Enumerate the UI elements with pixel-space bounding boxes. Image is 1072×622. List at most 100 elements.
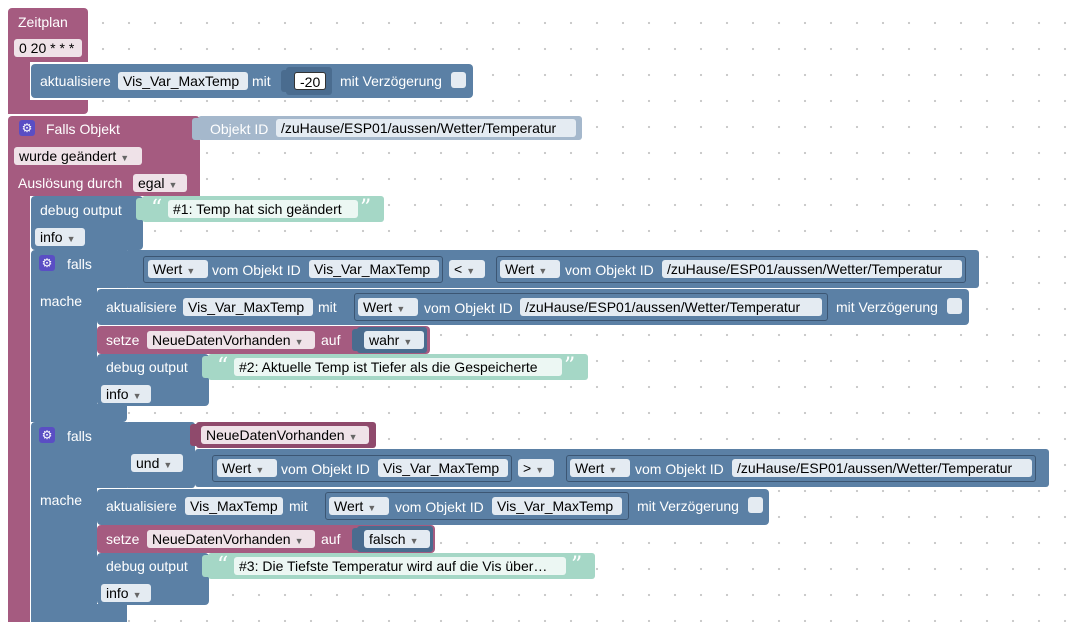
compare-2-right-block[interactable] <box>566 455 1036 482</box>
dropdown-arrow-icon: ▼ <box>403 337 413 347</box>
compare-2-left-wert-dropdown[interactable]: Wert▼ <box>217 459 277 477</box>
compare-1-right-obj[interactable]: /zuHause/ESP01/aussen/Wetter/Temperatur <box>662 260 962 278</box>
gear-icon[interactable]: ⚙ <box>39 255 55 271</box>
if-2-update-var-dropdown[interactable]: Vis_MaxTemp <box>185 497 283 515</box>
if-1-update-var-dropdown[interactable]: Vis_Var_MaxTemp <box>183 298 313 316</box>
if-1-update-obj[interactable]: /zuHause/ESP01/aussen/Wetter/Temperatur <box>520 298 822 316</box>
dropdown-arrow-icon: ▼ <box>535 465 545 475</box>
dropdown-arrow-icon: ▼ <box>168 180 178 190</box>
if-2-debug-socket <box>202 555 210 577</box>
if-2-update-delay-checkbox[interactable] <box>748 497 763 513</box>
if-2-falls: falls <box>67 428 92 444</box>
compare-1-left-obj[interactable]: Vis_Var_MaxTemp <box>309 260 439 278</box>
compare-1-right-wert-dropdown[interactable]: Wert▼ <box>500 260 560 278</box>
dropdown-arrow-icon: ▼ <box>409 536 419 546</box>
trigger-changed-dropdown[interactable]: wurde geändert▼ <box>14 147 142 165</box>
update-1-socket <box>281 70 289 92</box>
dropdown-arrow-icon: ▼ <box>538 266 548 276</box>
if-1-update-delay-checkbox[interactable] <box>947 298 962 314</box>
compare-1-operator-text: < <box>454 261 463 277</box>
compare-1-left-block[interactable] <box>143 256 443 283</box>
if-2-setze-socket <box>352 528 360 550</box>
compare-2-operator-dropdown[interactable]: >▼ <box>518 459 554 477</box>
update-1-label: aktualisiere <box>40 73 111 89</box>
compare-2-left-block[interactable] <box>212 455 512 482</box>
if-1-setze-value-dropdown[interactable]: wahr▼ <box>364 331 424 349</box>
if-2-update-obj[interactable]: Vis_Var_MaxTemp <box>492 497 622 515</box>
dropdown-arrow-icon: ▼ <box>255 465 265 475</box>
if-2-setze-value-dropdown[interactable]: falsch▼ <box>364 530 430 548</box>
if-2-update-value-block[interactable] <box>325 492 629 520</box>
if-1-update-label: aktualisiere <box>106 299 177 315</box>
if-2-setze-auf: auf <box>321 531 341 547</box>
if-1-debug-label: debug output <box>106 359 188 375</box>
if-2-debug-text[interactable]: #3: Die Tiefste Temperatur wird auf die … <box>234 557 566 575</box>
compare-2-right-wert-text: Wert <box>575 460 605 476</box>
trigger-objid-value[interactable]: /zuHause/ESP01/aussen/Wetter/Temperatur <box>276 119 576 137</box>
dropdown-arrow-icon: ▼ <box>294 337 304 347</box>
if-1-update-var-text: Vis_Var_MaxTemp <box>188 299 305 315</box>
update-1-mit: mit <box>252 73 271 89</box>
compare-2-left-vom: vom Objekt ID <box>281 461 370 477</box>
zeitplan-title: Zeitplan <box>18 14 68 30</box>
if-2-mache: mache <box>40 492 83 508</box>
logic-and-operator-dropdown[interactable]: und▼ <box>131 454 183 472</box>
debug-1-level-dropdown[interactable]: info▼ <box>35 228 85 246</box>
trigger-ausloesung-text: egal <box>138 175 165 191</box>
trigger-ausloesung-dropdown[interactable]: egal▼ <box>133 174 187 192</box>
if-1-update-value-block[interactable] <box>354 293 828 321</box>
compare-1-operator-dropdown[interactable]: <▼ <box>449 260 485 278</box>
if-2-setze-var-text: NeueDatenVorhanden <box>152 531 291 547</box>
trigger-changed-text: wurde geändert <box>19 148 117 164</box>
compare-2-right-vom: vom Objekt ID <box>635 461 724 477</box>
if-2-update-mit: mit <box>289 498 308 514</box>
compare-2-right-wert-dropdown[interactable]: Wert▼ <box>570 459 630 477</box>
quote-close-icon: ” <box>564 354 576 379</box>
trigger-ausloesung-label: Auslösung durch <box>18 175 123 191</box>
if-2-setze-var-dropdown[interactable]: NeueDatenVorhanden▼ <box>147 530 315 548</box>
update-block-1[interactable] <box>31 64 473 98</box>
gear-icon[interactable]: ⚙ <box>19 120 35 136</box>
if-1-falls: falls <box>67 256 92 272</box>
if-1-setze-auf: auf <box>321 332 341 348</box>
if-1-setze-var-dropdown[interactable]: NeueDatenVorhanden▼ <box>147 331 315 349</box>
update-1-var-text: Vis_Var_MaxTemp <box>123 73 240 89</box>
if-2-debug-level-dropdown[interactable]: info▼ <box>101 584 151 602</box>
if-1-update-wert-dropdown[interactable]: Wert▼ <box>358 298 418 316</box>
dropdown-arrow-icon: ▼ <box>132 391 142 401</box>
dropdown-arrow-icon: ▼ <box>348 432 358 442</box>
if-1-setze-label: setze <box>106 332 140 348</box>
compare-2-left-obj[interactable]: Vis_Var_MaxTemp <box>378 459 508 477</box>
logic-and-var-dropdown[interactable]: NeueDatenVorhanden▼ <box>201 426 369 444</box>
dropdown-arrow-icon: ▼ <box>367 503 377 513</box>
quote-open-icon: “ <box>151 196 163 221</box>
compare-1-left-wert-dropdown[interactable]: Wert▼ <box>148 260 208 278</box>
if-1-debug-level-dropdown[interactable]: info▼ <box>101 385 151 403</box>
dropdown-arrow-icon: ▼ <box>396 304 406 314</box>
dropdown-arrow-icon: ▼ <box>66 234 76 244</box>
zeitplan-cron-field[interactable]: 0 20 * * * <box>14 39 82 57</box>
update-1-value-field[interactable]: -20 <box>294 72 326 90</box>
quote-close-icon: ” <box>360 196 372 221</box>
compare-1-right-block[interactable] <box>496 256 966 283</box>
if-block-2-bottom <box>31 604 127 622</box>
update-1-delay-checkbox[interactable] <box>451 72 466 88</box>
update-1-var-dropdown[interactable]: Vis_Var_MaxTemp <box>118 72 248 90</box>
if-2-update-wert-dropdown[interactable]: Wert▼ <box>329 497 389 515</box>
compare-1-right-vom: vom Objekt ID <box>565 262 654 278</box>
if-1-setze-var-text: NeueDatenVorhanden <box>152 332 291 348</box>
if-1-debug-level-text: info <box>106 386 129 402</box>
if-2-setze-label: setze <box>106 531 140 547</box>
update-1-delay-label: mit Verzögerung <box>340 73 442 89</box>
if-2-debug-label: debug output <box>106 558 188 574</box>
dropdown-arrow-icon: ▼ <box>120 153 130 163</box>
debug-1-socket <box>136 198 144 220</box>
if-1-debug-text[interactable]: #2: Aktuelle Temp ist Tiefer als die Ges… <box>234 358 562 376</box>
trigger-block-stem <box>8 194 30 622</box>
if-2-update-vom: vom Objekt ID <box>395 499 484 515</box>
debug-1-text[interactable]: #1: Temp hat sich geändert <box>168 200 358 218</box>
gear-icon[interactable]: ⚙ <box>39 427 55 443</box>
compare-2-right-obj[interactable]: /zuHause/ESP01/aussen/Wetter/Temperatur <box>732 459 1032 477</box>
logic-and-var-socket <box>190 424 198 446</box>
dropdown-arrow-icon: ▼ <box>608 465 618 475</box>
